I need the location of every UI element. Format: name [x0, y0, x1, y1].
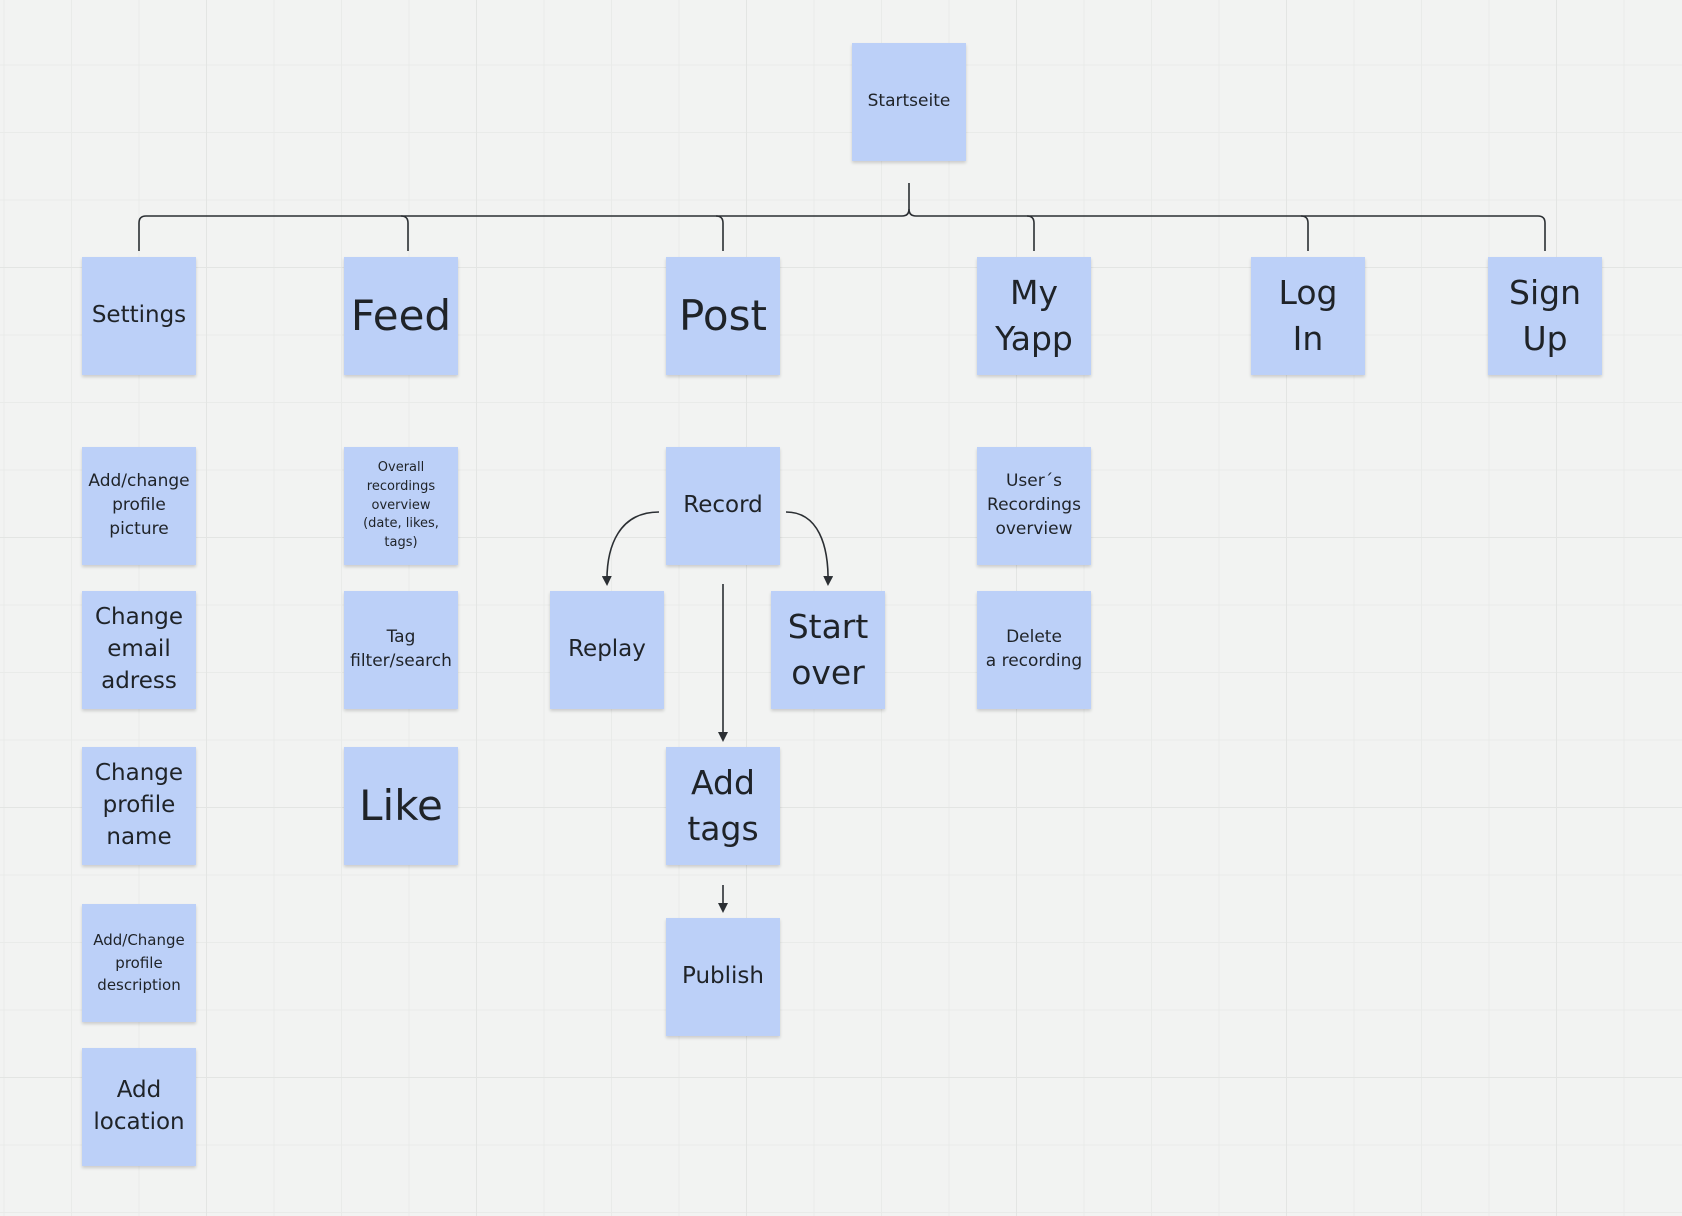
hierarchy-connector	[908, 208, 1546, 251]
sticky-note-text: Replay	[568, 636, 646, 663]
sticky-note-text: Add location	[93, 1077, 185, 1135]
sticky-note-text: Start over	[787, 606, 869, 692]
hierarchy-connector	[715, 215, 724, 251]
sticky-note-text: User´s Recordings overview	[987, 471, 1081, 539]
sticky-note-text: Publish	[682, 963, 764, 990]
sticky-note-change-profile-name[interactable]: Change profile name	[82, 747, 196, 865]
sticky-note-record[interactable]: Record	[666, 447, 780, 565]
sticky-note-change-email-adress[interactable]: Change email adress	[82, 591, 196, 709]
hierarchy-connector	[400, 215, 409, 251]
sticky-note-text: Feed	[350, 290, 452, 340]
sticky-note-text: Sign Up	[1509, 272, 1581, 358]
sticky-note-text: Post	[679, 290, 767, 340]
sticky-note-text: Change profile name	[94, 760, 184, 850]
sticky-note-text: Delete a recording	[985, 627, 1083, 671]
sticky-note-text: Settings	[91, 302, 187, 329]
sticky-note-text: My Yapp	[995, 272, 1073, 358]
sticky-note-start-over[interactable]: Start over	[771, 591, 885, 709]
sticky-note-post[interactable]: Post	[666, 257, 780, 375]
sticky-note-settings[interactable]: Settings	[82, 257, 196, 375]
sticky-note-replay[interactable]: Replay	[550, 591, 664, 709]
sticky-note-text: Add/Change profile description	[93, 931, 185, 995]
sticky-note-overall-recordings-overview[interactable]: Overall recordings overview (date, likes…	[344, 447, 458, 565]
sticky-note-text: Change email adress	[94, 604, 184, 694]
sticky-note-tag-filter-search[interactable]: Tag filter/search	[344, 591, 458, 709]
sticky-note-my-yapp[interactable]: My Yapp	[977, 257, 1091, 375]
sticky-note-like[interactable]: Like	[344, 747, 458, 865]
sticky-note-startseite[interactable]: Startseite	[852, 43, 966, 161]
hierarchy-connector	[1300, 215, 1309, 251]
sticky-note-add-change-profile-description[interactable]: Add/Change profile description	[82, 904, 196, 1022]
hierarchy-connector	[138, 183, 910, 251]
sticky-note-add-location[interactable]: Add location	[82, 1048, 196, 1166]
sticky-note-log-in[interactable]: Log In	[1251, 257, 1365, 375]
sticky-note-users-recordings-overview[interactable]: User´s Recordings overview	[977, 447, 1091, 565]
sticky-note-delete-a-recording[interactable]: Delete a recording	[977, 591, 1091, 709]
sticky-note-text: Log In	[1278, 272, 1338, 358]
sticky-note-feed[interactable]: Feed	[344, 257, 458, 375]
sticky-note-text: Overall recordings overview (date, likes…	[363, 459, 439, 551]
sticky-note-publish[interactable]: Publish	[666, 918, 780, 1036]
sticky-note-text: Startseite	[867, 91, 951, 112]
sticky-note-text: Record	[683, 492, 763, 519]
sticky-note-add-change-profile-picture[interactable]: Add/change profile picture	[82, 447, 196, 565]
sticky-note-text: Add tags	[687, 762, 759, 848]
sticky-note-sign-up[interactable]: Sign Up	[1488, 257, 1602, 375]
arrow-record-to-replay	[601, 511, 660, 586]
sticky-note-add-tags[interactable]: Add tags	[666, 747, 780, 865]
sticky-note-text: Tag filter/search	[350, 627, 452, 671]
sticky-note-text: Like	[359, 780, 443, 830]
sticky-note-text: Add/change profile picture	[88, 471, 190, 539]
hierarchy-connector	[1026, 215, 1035, 251]
arrow-record-to-start-over	[785, 511, 834, 586]
